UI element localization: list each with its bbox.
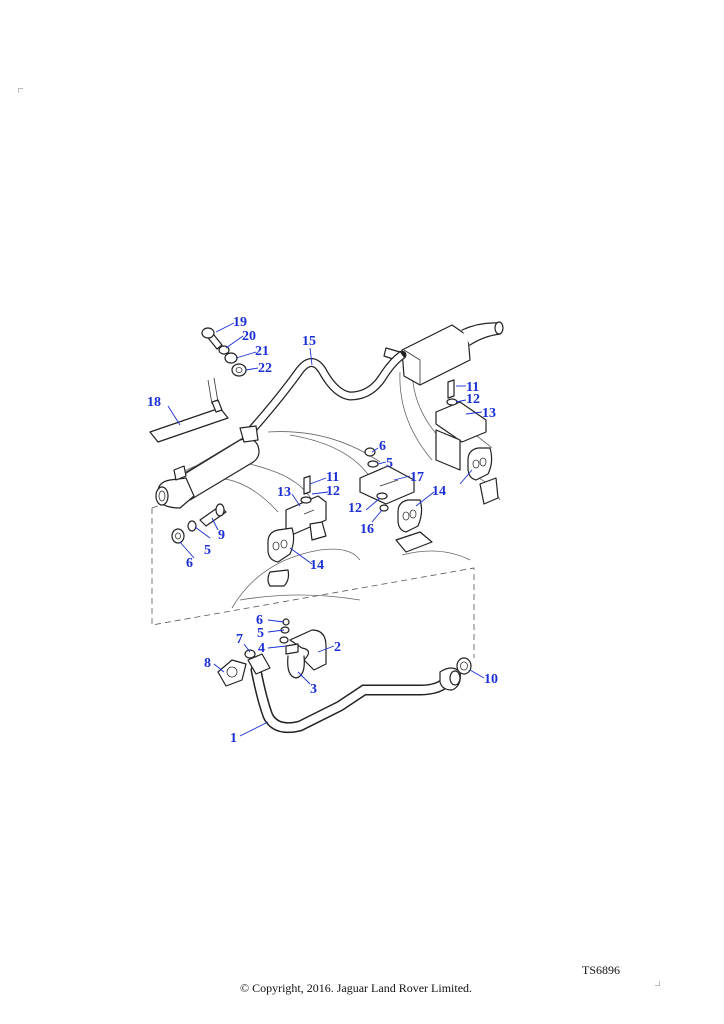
flange-gaskets [217, 649, 472, 687]
callout-14-left: 14 [310, 558, 324, 573]
callout-5-front: 5 [204, 543, 211, 558]
front-down-pipe [247, 653, 461, 734]
callout-1: 1 [230, 731, 237, 746]
callout-6-front: 6 [186, 556, 193, 571]
crop-mark-top-left [18, 88, 23, 93]
front-fixings [171, 503, 227, 544]
crop-mark-bottom-right [655, 981, 660, 986]
callout-22: 22 [258, 361, 272, 376]
callout-12-left: 12 [326, 484, 340, 499]
pipe-clamp [279, 618, 327, 679]
callout-10: 10 [484, 672, 498, 687]
callout-2: 2 [334, 640, 341, 655]
callout-4: 4 [258, 641, 265, 656]
intermediate-pipe [245, 350, 407, 437]
callout-16: 16 [360, 522, 374, 537]
callout-12-centre: 12 [348, 501, 362, 516]
callout-7: 7 [236, 632, 243, 647]
callout-20: 20 [242, 329, 256, 344]
heat-shield [149, 377, 229, 443]
callout-labels: 1 2 3 4 5 5 5 6 6 6 7 8 9 10 11 11 12 12… [147, 315, 498, 746]
callout-11-right: 11 [466, 380, 479, 395]
callout-13-right: 13 [482, 406, 496, 421]
callout-5-clamp: 5 [257, 626, 264, 641]
mounting-bracket-centre [359, 447, 433, 553]
copyright-notice: © Copyright, 2016. Jaguar Land Rover Lim… [239, 981, 473, 995]
callout-21: 21 [255, 344, 269, 359]
callout-9: 9 [218, 528, 225, 543]
callout-6-centre: 6 [379, 439, 386, 454]
mounting-bracket-left [267, 475, 327, 587]
callout-5-centre: 5 [386, 456, 393, 471]
callout-leaders [167, 322, 485, 737]
rear-silencer [383, 321, 504, 386]
diagram-reference-code: TS6896 [582, 963, 621, 977]
callout-3: 3 [310, 682, 317, 697]
callout-15: 15 [302, 334, 316, 349]
callout-6-clamp: 6 [256, 613, 263, 628]
front-silencer [155, 425, 260, 509]
callout-12-right: 12 [466, 392, 480, 407]
callout-11-left: 11 [326, 470, 339, 485]
heat-shield-fixings [201, 327, 247, 377]
callout-17: 17 [410, 470, 424, 485]
callout-13-left: 13 [277, 485, 291, 500]
mounting-bracket-right [435, 379, 499, 505]
callout-19: 19 [233, 315, 247, 330]
callout-18: 18 [147, 395, 161, 410]
callout-14-right: 14 [432, 484, 446, 499]
callout-8: 8 [204, 656, 211, 671]
